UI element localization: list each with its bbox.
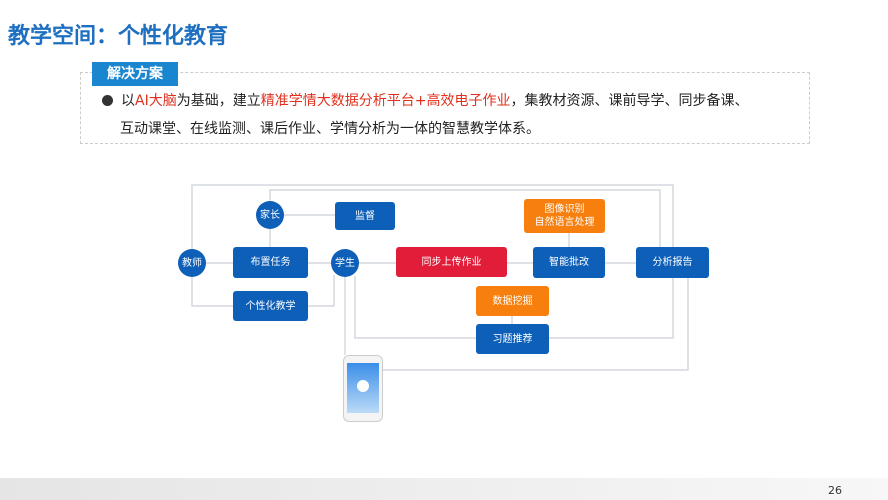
highlight: AI大脑 — [135, 93, 177, 109]
description-line-1: 以AI大脑为基础，建立精准学情大数据分析平台+高效电子作业，集教材资源、课前导学… — [102, 90, 748, 110]
description-line-2: 互动课堂、在线监测、课后作业、学情分析为一体的智慧教学体系。 — [120, 121, 540, 137]
bullet-icon — [102, 95, 113, 106]
node-teacher: 教师 — [178, 249, 206, 277]
label: 自然语言处理 — [534, 217, 595, 228]
section-tag: 解决方案 — [92, 62, 178, 86]
node-assign-task: 布置任务 — [233, 247, 308, 278]
highlight: 精准学情大数据分析平台+高效电子作业 — [260, 93, 511, 109]
node-image-recognition-nlp: 图像识别自然语言处理 — [524, 199, 605, 233]
page-number: 26 — [828, 484, 842, 497]
footer-bar — [0, 478, 888, 500]
node-supervise: 监督 — [335, 202, 395, 230]
phone-screen — [347, 363, 379, 413]
node-smart-grading: 智能批改 — [533, 247, 605, 278]
text: 为基础，建立 — [176, 93, 261, 109]
node-analysis-report: 分析报告 — [636, 247, 709, 278]
text: 以 — [121, 93, 135, 109]
node-data-mining: 数据挖掘 — [476, 286, 549, 316]
phone-image — [343, 355, 383, 422]
node-upload-homework: 同步上传作业 — [396, 247, 507, 277]
node-student: 学生 — [331, 249, 359, 277]
node-exercise-recommend: 习题推荐 — [476, 324, 549, 354]
label: 图像识别 — [544, 204, 585, 215]
camera-icon — [357, 380, 369, 392]
solution-panel — [80, 72, 810, 144]
page-title: 教学空间：个性化教育 — [8, 24, 229, 49]
node-parent: 家长 — [256, 201, 284, 229]
text: ，集教材资源、课前导学、同步备课、 — [510, 93, 749, 109]
node-personalized-teaching: 个性化教学 — [233, 291, 308, 321]
